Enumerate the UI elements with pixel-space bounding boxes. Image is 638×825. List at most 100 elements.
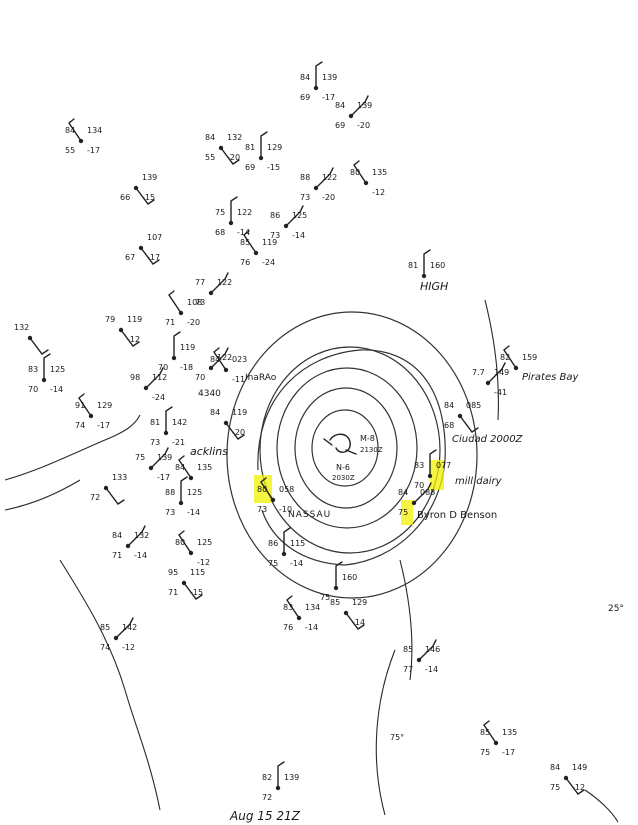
wind-barb (230, 196, 238, 224)
station-dewpoint: 72 (90, 493, 100, 502)
coastlines (4, 299, 619, 823)
station-pressure: 058 (279, 485, 294, 494)
station-plot: 133 72 (90, 473, 127, 505)
station-pressure-tendency: -12 (127, 335, 140, 344)
station-pressure: 088 (420, 488, 435, 497)
station-temperature: 75 (215, 208, 225, 217)
station-pressure: 122 (322, 173, 337, 182)
station-temperature: 84 (210, 355, 220, 364)
station-dewpoint: 69 (245, 163, 255, 172)
label-inagua: InaRAo (245, 373, 277, 383)
station-pressure-tendency: -17 (322, 93, 335, 102)
wind-barb (423, 249, 431, 277)
station-pressure: 132 (227, 133, 242, 142)
station-dewpoint: 75 (320, 593, 330, 602)
station-pressure-tendency: -15 (142, 193, 155, 202)
wind-barb (459, 415, 479, 433)
station-temperature: 81 (150, 418, 160, 427)
station-pressure-tendency: -24 (262, 258, 275, 267)
station-plot: 160 75 (320, 561, 357, 602)
wind-barb (353, 160, 367, 184)
station-dewpoint: 68 (215, 228, 225, 237)
station-dewpoint: 69 (300, 93, 310, 102)
station-temperature: 7.7 (472, 368, 485, 377)
station-pressure: 129 (352, 598, 367, 607)
highlight-byron (401, 500, 413, 525)
station-temperature: 84 (205, 133, 215, 142)
station-temperature: 84 (444, 401, 454, 410)
station-temperature: 82 (500, 353, 510, 362)
station-temperature: 85 (403, 645, 413, 654)
wind-barb (135, 187, 155, 205)
station-temperature: 84 (175, 463, 185, 472)
station-temperature: 84 (112, 531, 122, 540)
wind-barb (180, 476, 188, 504)
station-pressure: 139 (322, 73, 337, 82)
station-temperature: 82 (262, 773, 272, 782)
label-high: HIGH (420, 280, 448, 293)
station-dewpoint: 69 (335, 121, 345, 130)
station-pressure-tendency: -14 (237, 228, 250, 237)
station-pressure: 135 (372, 168, 387, 177)
wind-barb (140, 247, 160, 265)
wind-barb (173, 331, 181, 359)
station-pressure: 119 (232, 408, 247, 417)
station-pressure: 160 (342, 573, 357, 582)
wind-barb (350, 95, 369, 117)
station-dewpoint: 71 (112, 551, 122, 560)
station-dewpoint: 76 (283, 623, 293, 632)
station-pressure-tendency: -12 (197, 558, 210, 567)
station-pressure: 107 (147, 233, 162, 242)
wind-barb (315, 167, 334, 189)
wind-barb (565, 777, 585, 795)
station-pressure-tendency: -20 (357, 121, 370, 130)
station-pressure: 133 (112, 473, 127, 482)
station-pressure: 160 (430, 261, 445, 270)
station-pressure-tendency: -17 (147, 253, 160, 262)
station-pressure: 134 (305, 603, 320, 612)
wind-barb (345, 612, 365, 630)
station-temperature: 75 (135, 453, 145, 462)
station-pressure: 119 (180, 343, 195, 352)
station-pressure: 146 (425, 645, 440, 654)
station-pressure-tendency: -12 (122, 643, 135, 652)
wind-barb (168, 290, 182, 314)
wind-barb (225, 422, 245, 440)
station-dewpoint: 73 (257, 505, 267, 514)
station-dewpoint: 70 (28, 385, 38, 394)
wind-barb (483, 720, 497, 744)
station-temperature: 79 (105, 315, 115, 324)
station-pressure: 108 (187, 298, 202, 307)
station-dewpoint: 66 (120, 193, 130, 202)
station-pressure: 115 (190, 568, 205, 577)
station-dewpoint: 72 (262, 793, 272, 802)
station-temperature: 84 (335, 101, 345, 110)
station-pressure-tendency: -12 (372, 188, 385, 197)
label-station-id: 4340 (198, 389, 221, 399)
station-dewpoint: 55 (205, 153, 215, 162)
station-pressure-tendency: -17 (97, 421, 110, 430)
station-pressure-tendency: -14 (352, 618, 365, 627)
station-pressure: 142 (122, 623, 137, 632)
station-pressure-tendency: -21 (172, 438, 185, 447)
label-temp-75: 75° (390, 733, 404, 742)
